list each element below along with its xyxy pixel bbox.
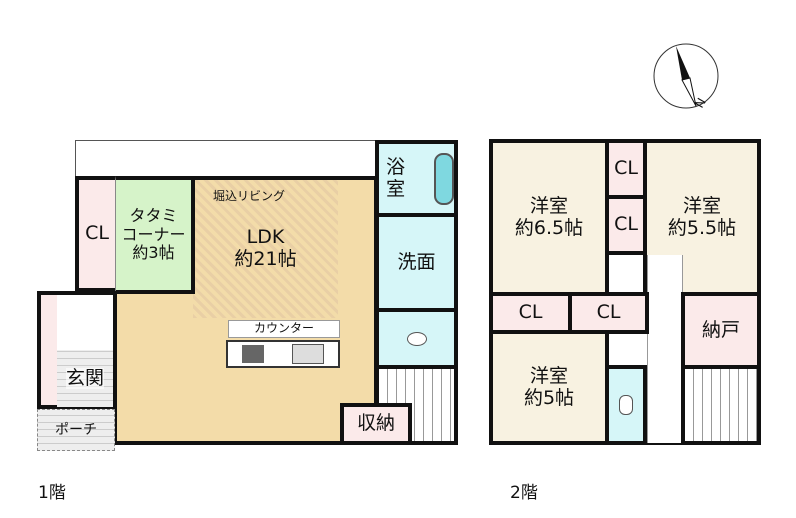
western-room-5: 洋室 約5帖 [489,330,609,445]
bathtub-icon [434,152,454,205]
storeroom: 納戸 [681,292,761,369]
room-size: 約5.5帖 [667,216,737,239]
toilet-1f [375,308,458,369]
tatami-label: タタミ [129,206,178,226]
stove-icon [242,345,264,363]
room-label: 洋室 [682,194,721,217]
storage-label: 収納 [356,412,395,435]
entrance: 玄関 [57,350,113,407]
horikomi-label: 堀込リビング [213,189,286,203]
cl-label: CL [518,301,543,324]
bath-label: 浴室 [386,155,406,200]
compass-icon [653,43,719,109]
tatami-size: 約3帖 [132,243,175,263]
sink-icon [292,344,324,364]
room-size: 約6.5帖 [514,216,584,239]
kitchen [226,340,340,368]
cl-label: CL [614,213,638,236]
closet-2f-c: CL [489,292,572,334]
closet-2f-a: CL [605,139,647,199]
room-label: 洋室 [529,364,568,387]
storage: 収納 [340,403,412,445]
horikomi-living: 堀込リビング LDK 約21帖 [193,180,338,318]
toilet-icon [619,395,633,415]
cl-label: CL [596,301,621,324]
counter: カウンター [228,320,340,338]
room-size: 約5帖 [523,386,575,409]
porch-label: ポーチ [55,421,97,438]
cl-label: CL [614,157,638,180]
entrance-label: 玄関 [65,366,104,390]
floor2-label: 2階 [510,483,538,503]
cl-label: CL [85,222,109,245]
wash-label: 洗面 [397,250,436,273]
western-room-65: 洋室 約6.5帖 [489,139,609,296]
balcony-outline [75,140,378,180]
floor1-label: 1階 [38,483,66,503]
closet-2f-d: CL [568,292,649,334]
shoe-closet [41,295,57,405]
porch: ポーチ [37,409,115,451]
closet-2f-b: CL [605,195,647,255]
stairs-2f [681,365,761,445]
room-label: 洋室 [529,194,568,217]
washroom: 洗面 [375,213,458,312]
ldk-label: LDK [246,226,285,249]
tatami-label-2: コーナー [121,224,186,244]
bathroom: 浴室 [375,140,458,217]
hallway [647,255,683,443]
tatami-corner: タタミ コーナー 約3帖 [115,176,195,294]
closet-1f: CL [75,176,119,292]
ldk-size: 約21帖 [234,248,297,270]
toilet-icon [406,331,427,346]
toilet-2f [605,365,647,445]
storeroom-label: 納戸 [701,318,740,341]
